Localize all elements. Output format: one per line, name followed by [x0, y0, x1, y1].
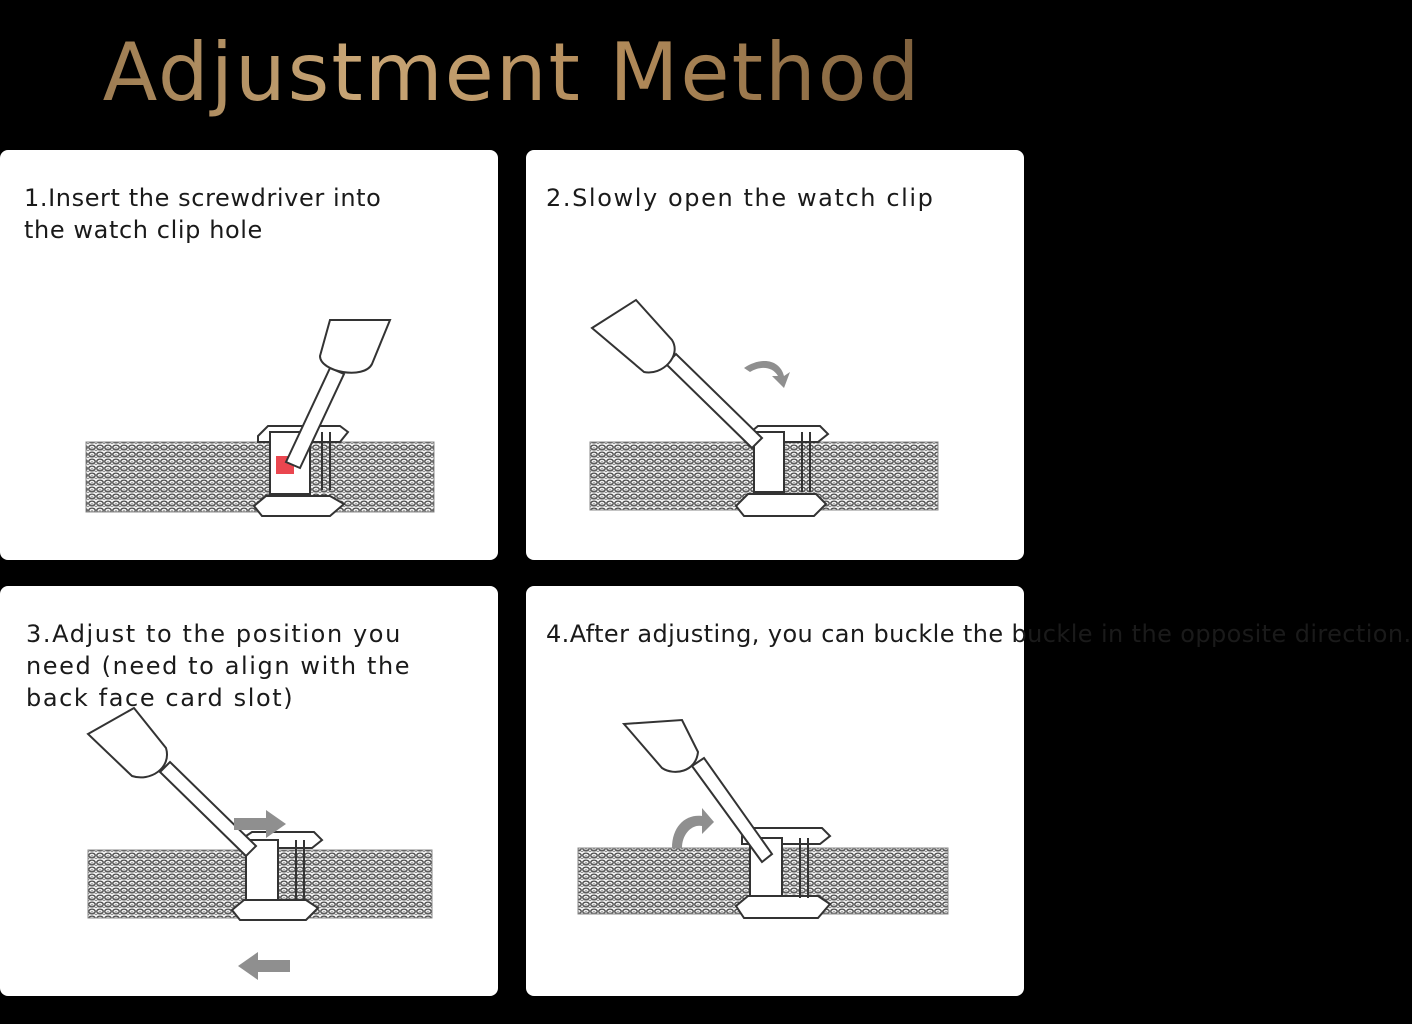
screwdriver [86, 706, 258, 858]
screwdriver [284, 319, 392, 470]
step-4-caption: 4.After adjusting, you can buckle the bu… [546, 620, 1412, 648]
arrow-left-icon [238, 952, 290, 980]
step-1-illustration [85, 319, 435, 517]
page-title: Adjustment Method [0, 18, 1024, 128]
step-3-illustration [86, 706, 433, 980]
arrow-right-icon [234, 810, 286, 838]
step-2-caption: 2.Slowly open the watch clip [546, 184, 935, 212]
step-1-panel: 1.Insert the screwdriver into the watch … [0, 150, 498, 560]
step-2-panel: 2.Slowly open the watch clip [526, 150, 1024, 560]
step-4-illustration [577, 718, 949, 919]
step-1-caption: 1.Insert the screwdriver into the watch … [24, 184, 382, 244]
step-2-illustration [589, 298, 939, 517]
step-4-panel: 4.After adjusting, you can buckle the bu… [526, 586, 1412, 996]
screwdriver [590, 298, 764, 450]
rotate-arrow-icon [672, 808, 714, 848]
step-3-panel: 3.Adjust to the position you need (need … [0, 586, 498, 996]
screwdriver [621, 718, 774, 864]
step-3-caption: 3.Adjust to the position you need (need … [26, 620, 412, 712]
rotate-arrow-icon [744, 361, 790, 388]
